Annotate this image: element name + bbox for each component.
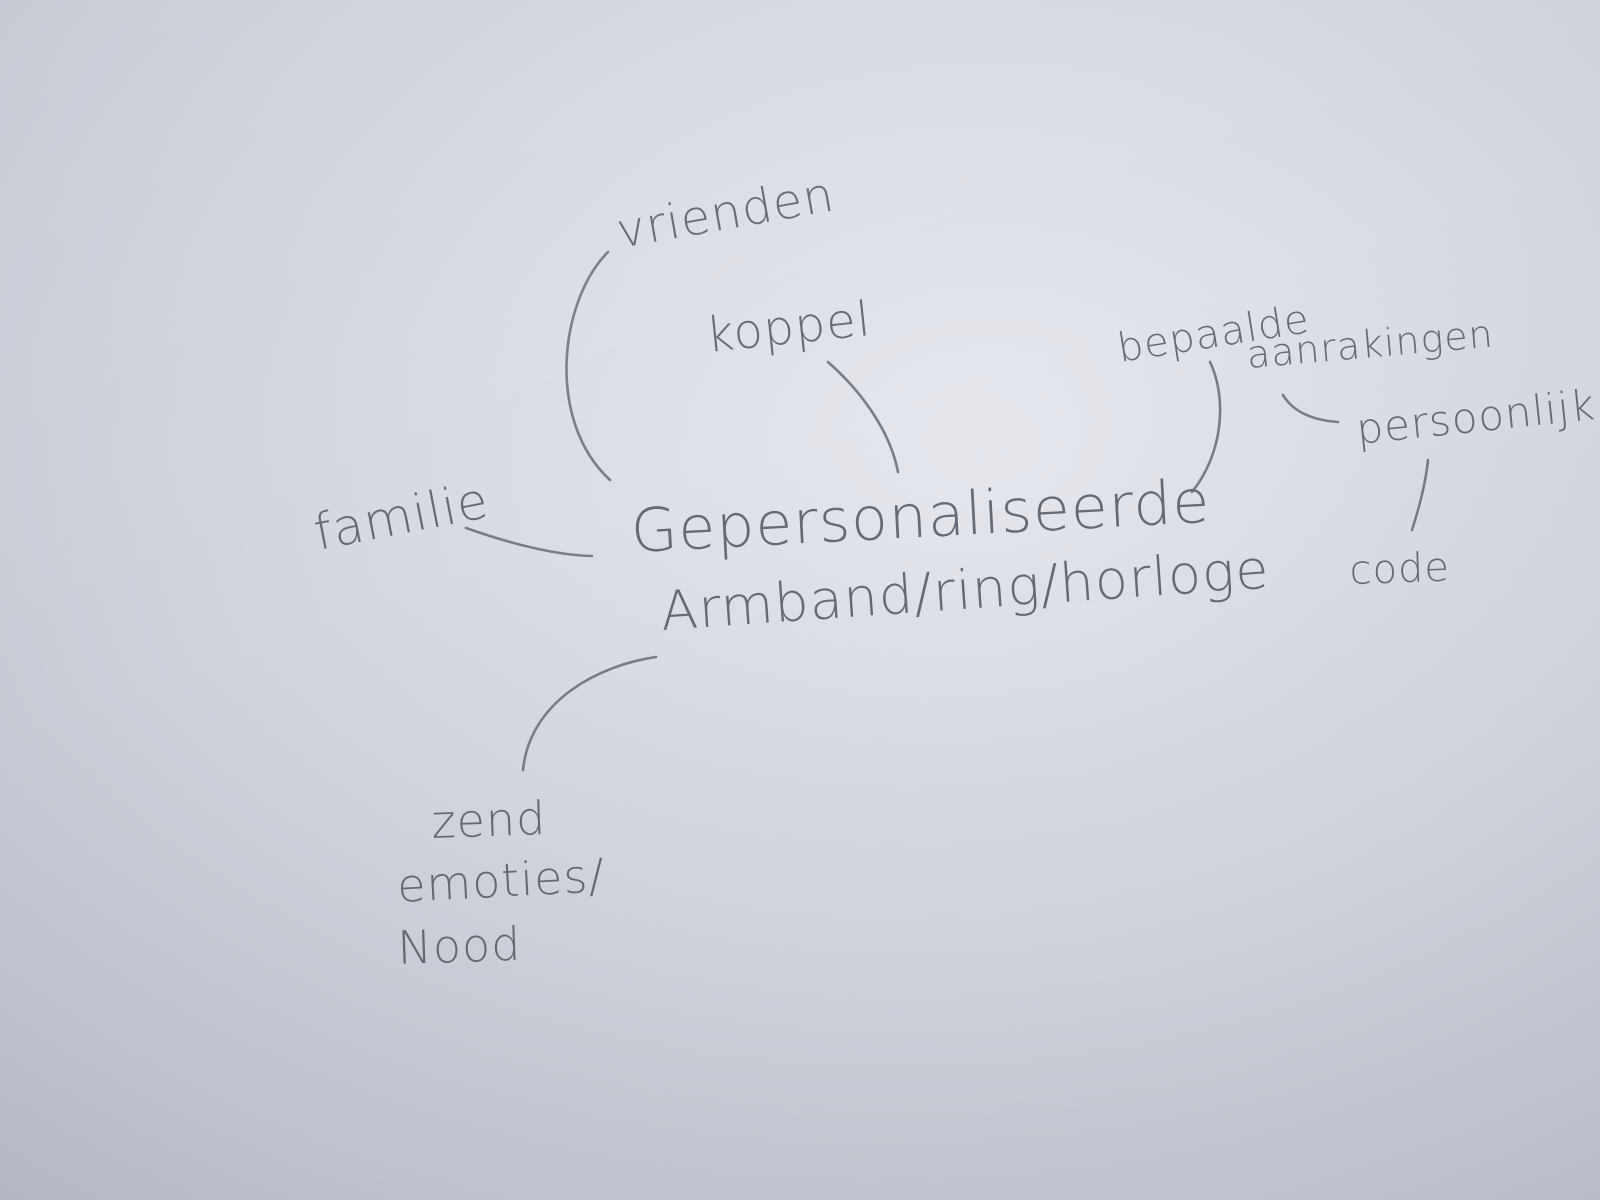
branch-zend-line3: Nood (396, 917, 522, 975)
branch-vrienden: vrienden (612, 166, 838, 259)
branch-zend-line2: emoties/ (396, 848, 606, 913)
branch-persoonlijk: persoonlijk (1354, 380, 1598, 454)
connector-familie (464, 526, 594, 558)
branch-koppel: koppel (703, 291, 873, 364)
connector-koppel (826, 360, 900, 474)
branch-familie: familie (309, 471, 493, 562)
connector-aanrakingen-persoonlijk (1281, 393, 1340, 424)
connector-zend (521, 655, 658, 772)
branch-zend-line1: zend (430, 791, 547, 849)
connector-bepaalde (1190, 360, 1222, 494)
branch-code: code (1349, 545, 1451, 594)
connector-vrienden (565, 250, 612, 482)
connector-persoonlijk-code (1410, 458, 1430, 532)
